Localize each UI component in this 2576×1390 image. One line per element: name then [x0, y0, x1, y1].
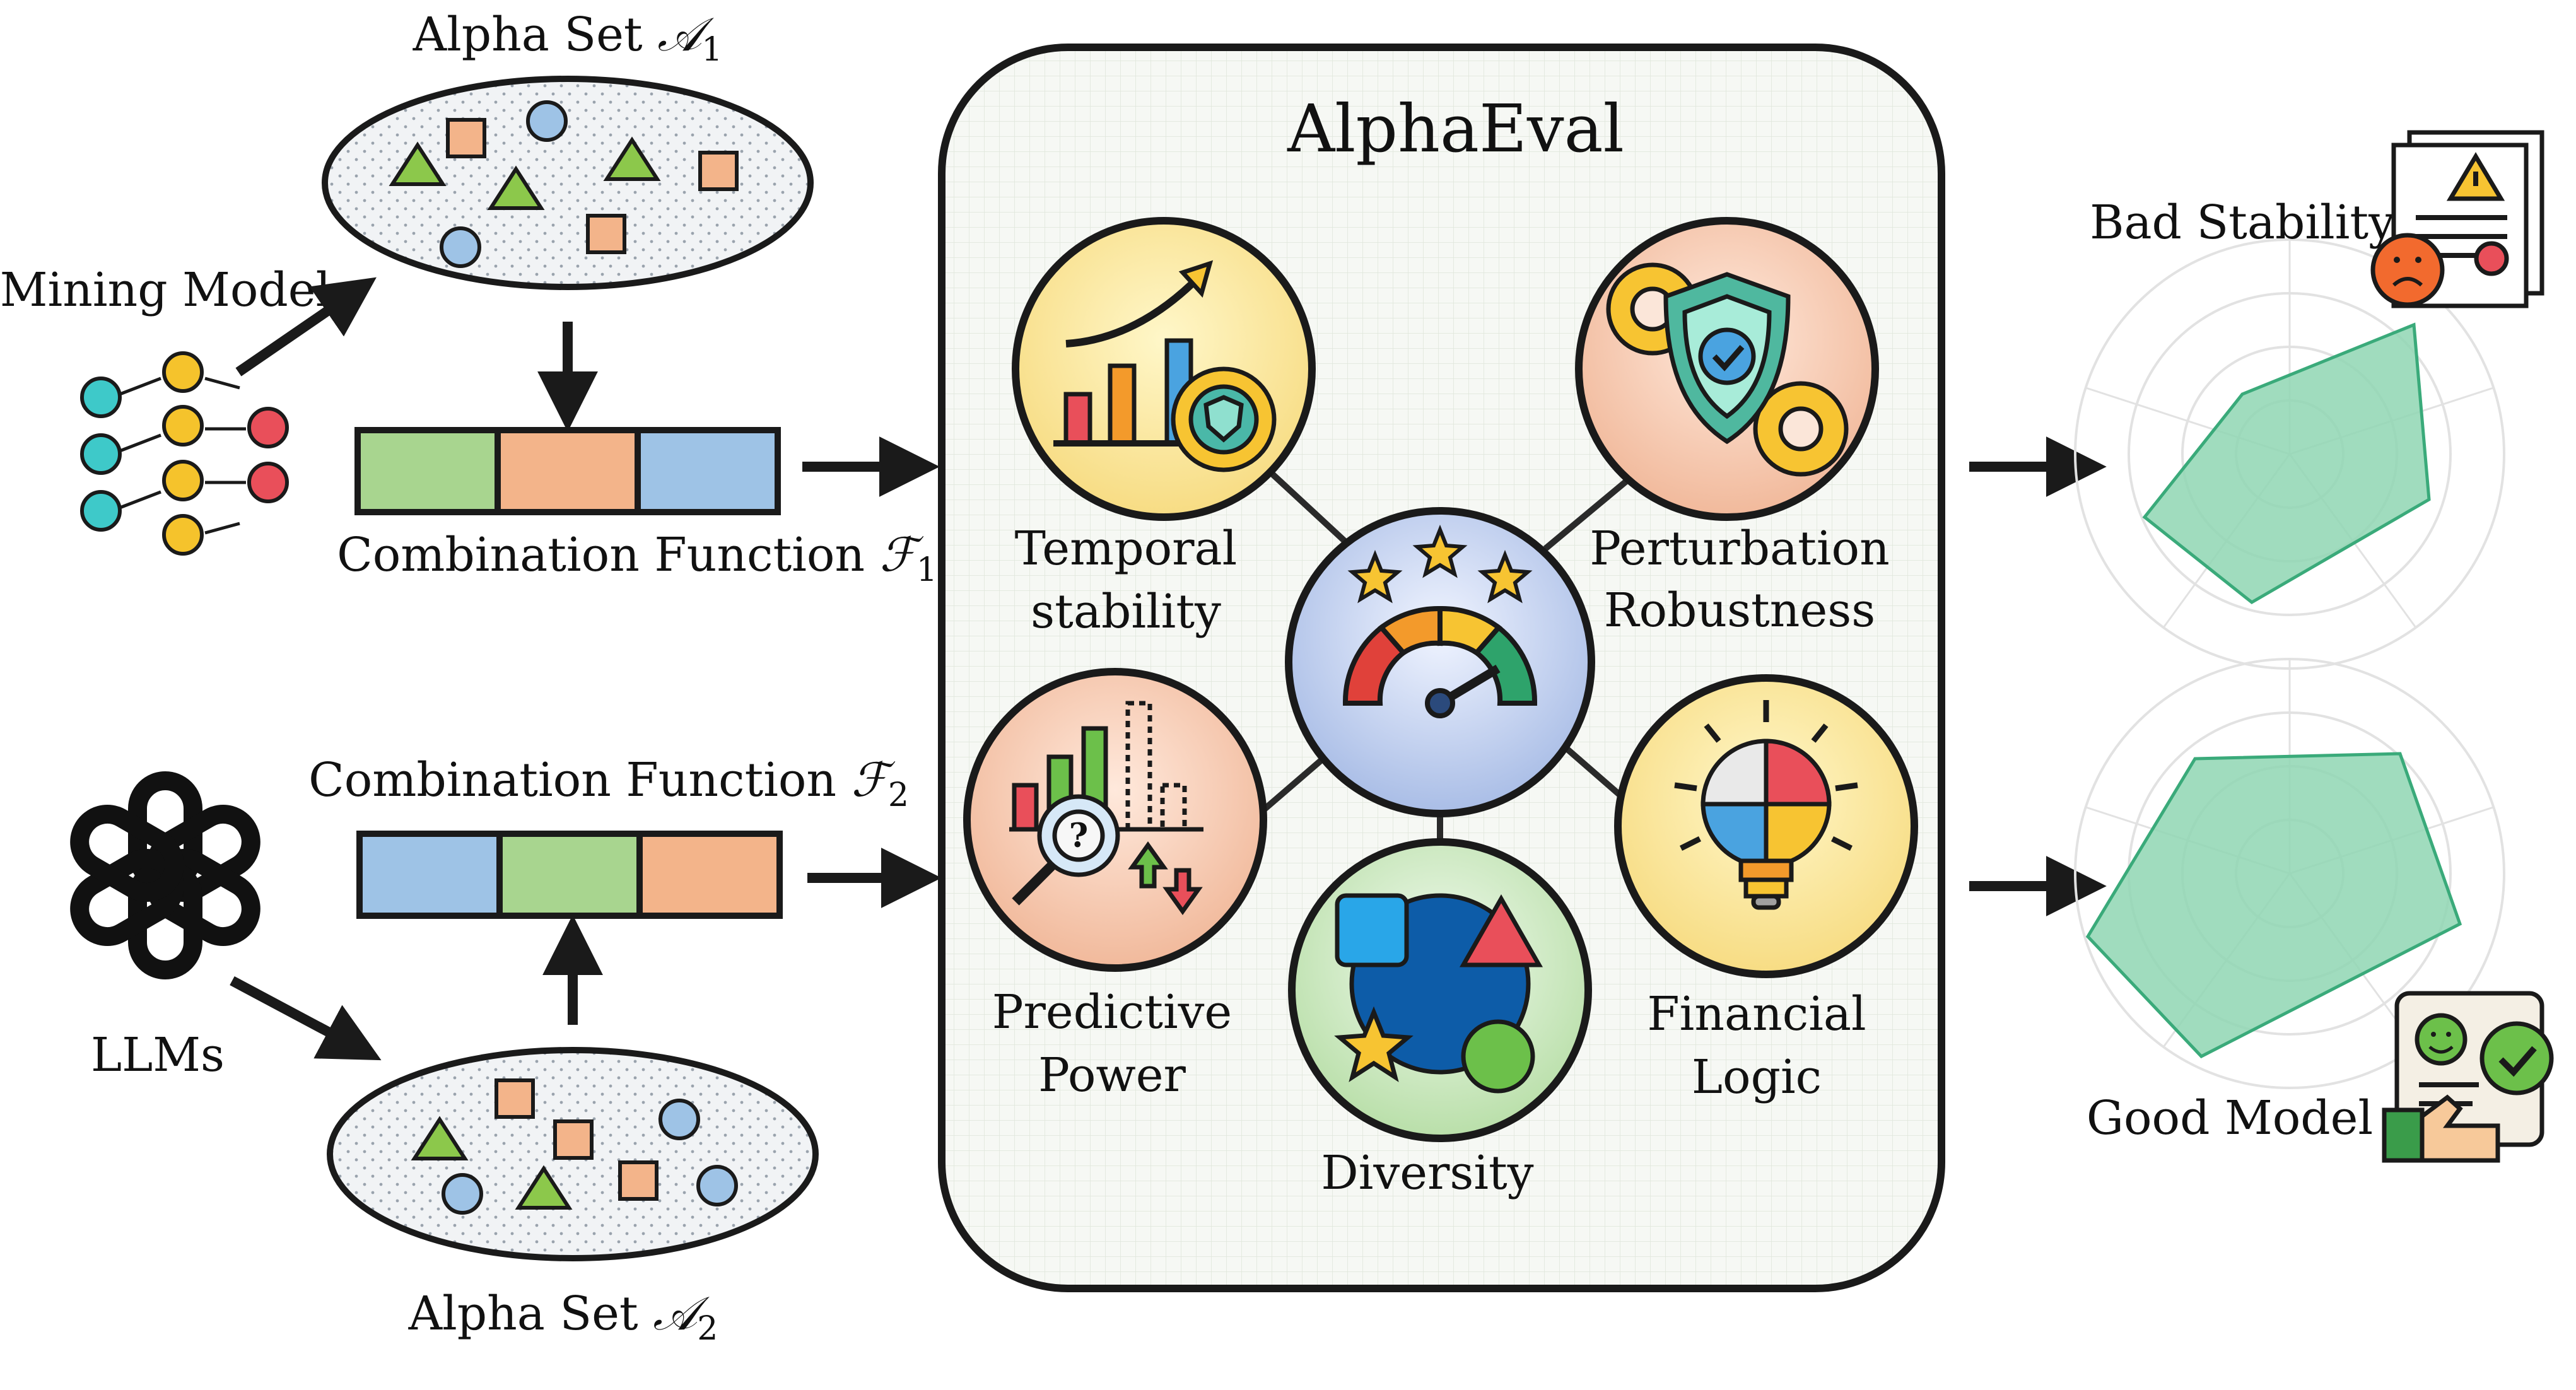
alphaeval-title: AlphaEval [1287, 90, 1624, 167]
top-pipeline: Alpha Set 𝒜1 Combination Function ℱ1 [0, 8, 940, 589]
diversity-label: Diversity [1321, 1146, 1533, 1200]
bad-stability-radar [2074, 238, 2505, 670]
square-icon [553, 1119, 594, 1160]
radar-shape-good [2085, 752, 2462, 1059]
alpha-set-1-label: Alpha Set 𝒜1 [413, 8, 723, 69]
circle-icon [440, 226, 481, 268]
square-icon [586, 214, 626, 254]
llm-arrow [230, 976, 382, 1061]
magnifier-chart-icon: ? [1009, 701, 1203, 916]
financial-logic-node: Financial Logic [1614, 674, 1918, 1104]
temporal-label-line2: stability [1031, 585, 1221, 639]
radar-shape-bad [2142, 322, 2431, 605]
bar-segment-blue [356, 831, 503, 919]
triangle-icon [603, 136, 661, 181]
star-rating-icon [1347, 524, 1533, 604]
bar-segment-orange [495, 427, 641, 515]
square-icon [495, 1078, 535, 1119]
square-icon [698, 151, 739, 191]
alpha-set-2-shapes [411, 1078, 738, 1215]
shield-gear-icon [1606, 262, 1849, 477]
approval-document-icon [2382, 991, 2554, 1163]
combination-bar-1 [354, 427, 781, 515]
bar-segment-orange [636, 831, 783, 919]
alphaeval-panel: AlphaEval [938, 44, 1945, 1292]
gauge-icon [1342, 605, 1538, 718]
bar-segment-green [496, 831, 643, 919]
diversity-node: Diversity [1288, 838, 1592, 1200]
good-model-label: Good Model [2087, 1091, 2373, 1145]
svg-text:?: ? [1069, 817, 1088, 855]
combination-function-2-label: Combination Function ℱ2 [308, 753, 909, 814]
combination-function-1-label: Combination Function ℱ1 [337, 528, 937, 589]
predictive-power-node: ? Predictive Power [963, 668, 1267, 1102]
alpha-set-1-shapes [389, 100, 739, 268]
predictive-label-line1: Predictive [992, 985, 1232, 1039]
financial-label-line2: Logic [1692, 1050, 1822, 1104]
warning-report-icon [2370, 130, 2544, 308]
bar-segment-blue [635, 427, 781, 515]
circle-icon [526, 100, 568, 142]
network-icon [80, 351, 289, 556]
alpha-set-2-label: Alpha Set 𝒜2 [408, 1287, 718, 1348]
triangle-icon [389, 141, 447, 186]
bar-segment-green [354, 427, 501, 515]
lightbulb-puzzle-icon [1674, 700, 1858, 910]
predictive-label-line2: Power [1038, 1048, 1186, 1102]
triangle-icon [411, 1116, 469, 1160]
triangle-icon [515, 1165, 573, 1210]
evaluation-hub [1285, 507, 1595, 817]
shapes-icon [1334, 893, 1543, 1094]
circle-icon [442, 1173, 483, 1215]
circle-icon [696, 1165, 738, 1206]
perturbation-label-line1: Perturbation [1590, 522, 1890, 576]
perturbation-robustness-node: Perturbation Robustness [1575, 217, 1890, 638]
bad-stability-label: Bad Stability [2090, 196, 2395, 250]
square-icon [618, 1160, 659, 1201]
circle-icon [659, 1099, 700, 1140]
perturbation-label-line2: Robustness [1604, 583, 1875, 638]
bottom-pipeline: Combination Function ℱ2 Alpha Set 𝒜2 [70, 753, 942, 1348]
mining-model-label: Mining Model [0, 263, 331, 317]
openai-logo-icon [70, 771, 261, 979]
mining-arrow [235, 277, 377, 377]
temporal-label-line1: Temporal [1015, 522, 1238, 576]
llms-label: LLMs [91, 1028, 225, 1082]
square-icon [446, 118, 486, 158]
financial-label-line1: Financial [1647, 987, 1866, 1041]
temporal-stability-node: Temporal stability [1012, 217, 1316, 639]
growth-chart-icon [1053, 260, 1277, 472]
good-model-radar [2074, 658, 2505, 1089]
results: Bad Stability [1969, 130, 2554, 1163]
combination-bar-2 [356, 831, 783, 919]
triangle-icon [487, 165, 545, 210]
